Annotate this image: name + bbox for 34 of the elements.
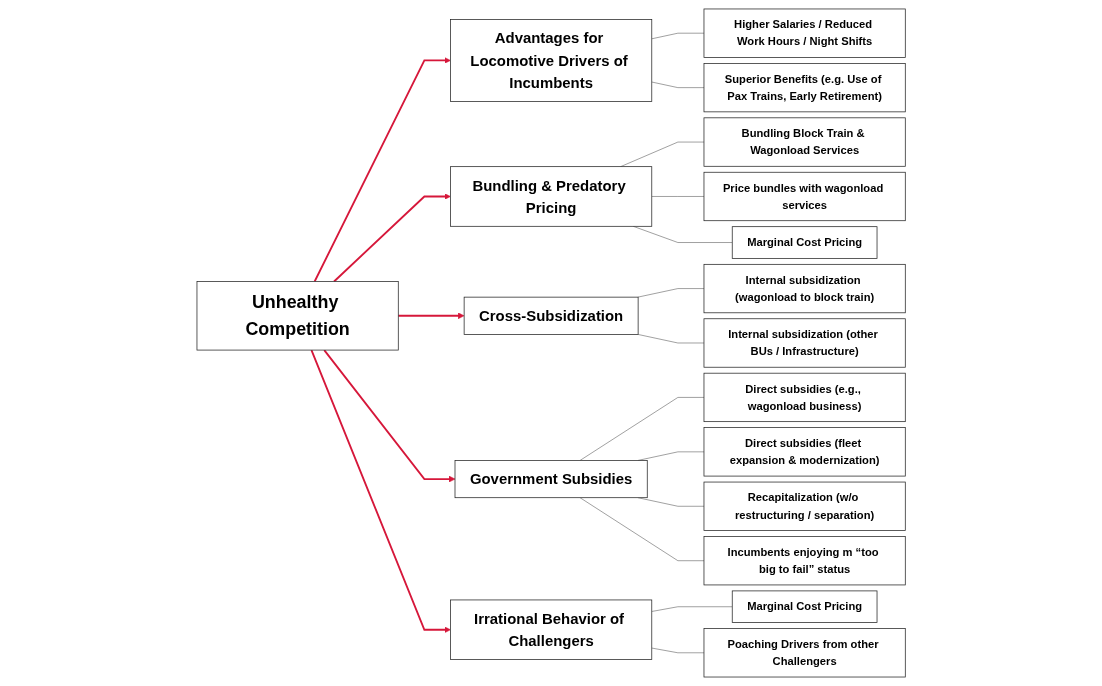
node-box: Government Subsidies (454, 460, 648, 499)
node-box: Higher Salaries / Reduced Work Hours / Night Shifts (703, 8, 906, 58)
node-box: Direct subsidies (e.g., wagonload business) (703, 372, 906, 423)
node-box: Poaching Drivers from other Challengers (703, 628, 906, 678)
node-box: Superior Benefits (e.g. Use of Pax Trains, Early Retirement) (703, 63, 906, 113)
connector (651, 647, 705, 654)
node-box: Unhealthy Competition (196, 281, 399, 351)
node-box: Recapitalization (w/o restructuring / separation) (703, 481, 906, 531)
node-box: Advantages for Locomotive Drivers of Incumbents (449, 19, 653, 102)
node-box: Bundling Block Train & Wagonload Services (703, 117, 906, 167)
node-box: Direct subsidies (fleet expansion & modernization) (703, 427, 906, 477)
node-box: Internal subsidization (other BUs / Infrastructure) (703, 318, 906, 368)
connector (637, 334, 705, 344)
node-box: Incumbents enjoying m “too big to fail” status (703, 536, 906, 586)
arrow (333, 193, 451, 283)
node-box: Marginal Cost Pricing (731, 590, 878, 623)
arrow (397, 312, 465, 320)
connector (651, 606, 733, 612)
connector (651, 32, 705, 40)
node-box: Price bundles with wagonload services (703, 171, 906, 222)
node-box: Cross-Subsidization (463, 296, 639, 335)
node-box: Internal subsidization (wagonload to block train) (703, 263, 906, 314)
connector (651, 196, 705, 197)
arrow (313, 57, 451, 283)
connector (637, 288, 705, 298)
connector (579, 497, 705, 562)
node-box: Bundling & Predatory Pricing (449, 166, 653, 227)
connector (620, 141, 705, 168)
node-box: Marginal Cost Pricing (731, 226, 878, 259)
connector (651, 81, 705, 88)
arrow (310, 349, 451, 634)
connector (579, 397, 705, 461)
node-box: Irrational Behavior of Challengers (449, 599, 653, 660)
arrow (323, 349, 456, 483)
